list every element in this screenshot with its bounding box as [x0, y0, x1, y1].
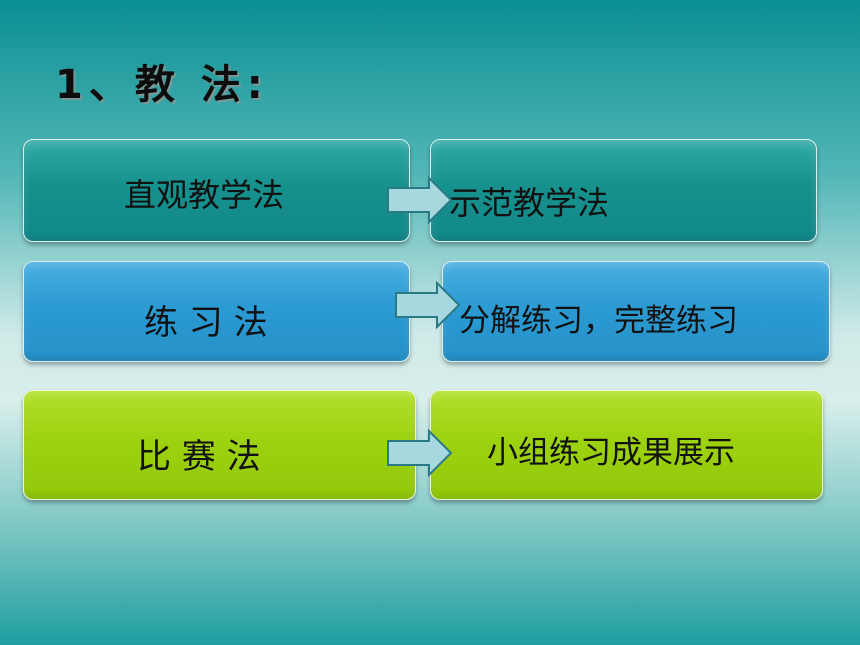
detail-label: 示范教学法 [449, 184, 610, 222]
detail-box-practice: 分解练习，完整练习 [442, 261, 830, 362]
detail-label: 小组练习成果展示 [487, 435, 735, 471]
method-label: 比 赛 法 [137, 437, 261, 477]
detail-box-competition: 小组练习成果展示 [430, 390, 823, 500]
page-title: 1、教 法: [55, 62, 269, 108]
method-box-practice: 练 习 法 [23, 261, 410, 362]
method-box-intuitive: 直观教学法 [23, 139, 410, 242]
right-arrow-icon [387, 428, 453, 478]
method-box-competition: 比 赛 法 [23, 390, 416, 500]
detail-box-demonstration: 示范教学法 [430, 139, 817, 242]
right-arrow-icon [395, 280, 461, 330]
detail-label: 分解练习，完整练习 [459, 303, 738, 339]
right-arrow-icon [387, 175, 453, 225]
method-label: 直观教学法 [124, 176, 285, 214]
method-label: 练 习 法 [144, 303, 268, 343]
